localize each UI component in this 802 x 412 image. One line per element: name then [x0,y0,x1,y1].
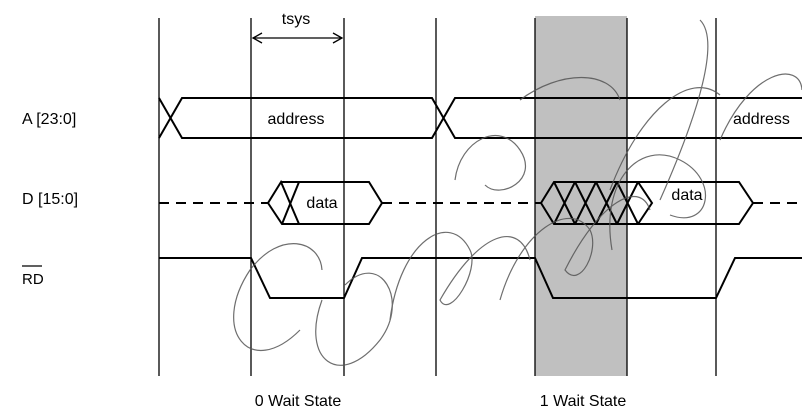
tsys-label: tsys [282,11,310,28]
address-value-1: address [268,111,325,128]
data-bus-cycle-1 [267,179,384,225]
data-value-1: data [306,195,337,212]
signal-label-rd: RD [22,271,44,288]
data-bus-cycle-2 [539,181,755,225]
one-wait-state-label: 1 Wait State [540,393,627,410]
signal-label-address: A [23:0] [22,111,76,128]
rd-signal [159,257,802,299]
signal-label-data: D [15:0] [22,191,78,208]
zero-wait-state-label: 0 Wait State [255,393,342,410]
watermark [233,19,802,366]
address-value-2: address [733,111,790,128]
address-bus [158,97,802,139]
tsys-arrow [251,32,344,44]
data-value-2: data [671,187,702,204]
